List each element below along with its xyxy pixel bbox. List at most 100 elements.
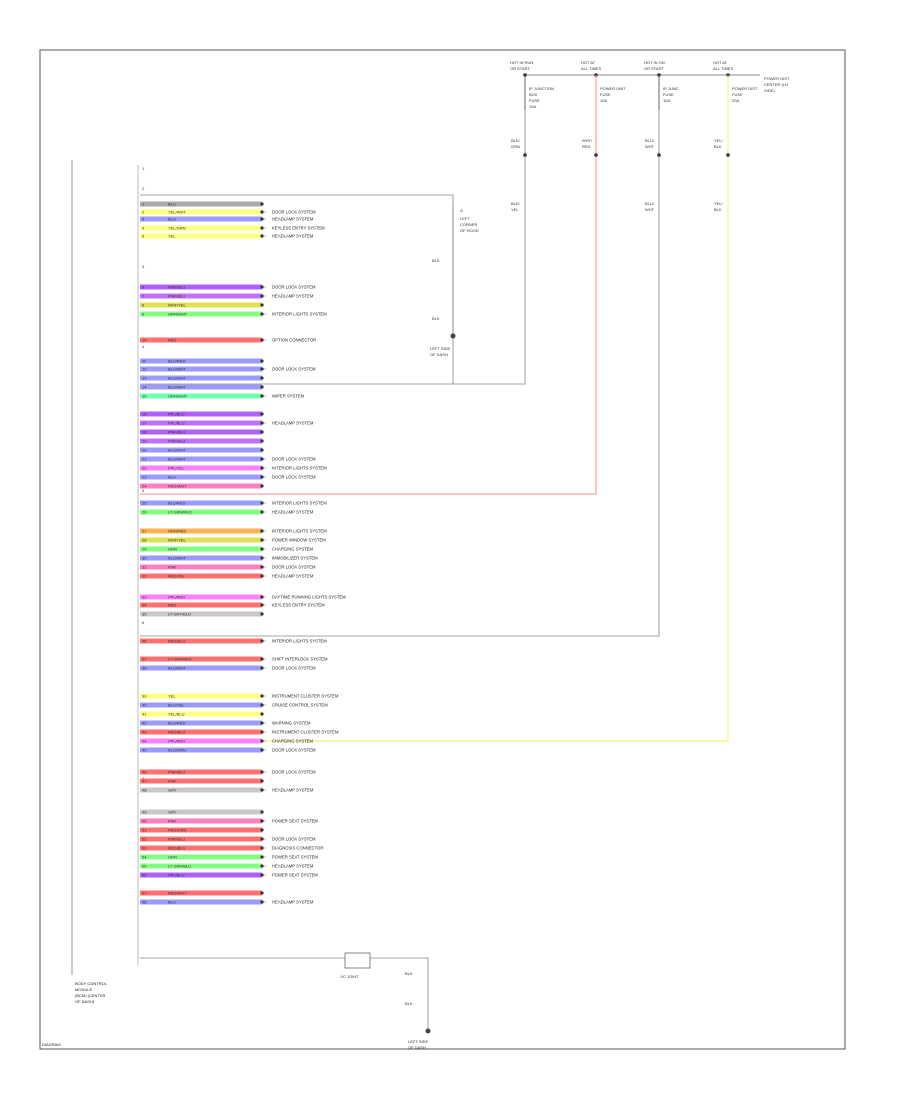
wire-bar [140,555,262,561]
wire-bottom-label: WHT [645,207,655,212]
wire-color-label: WHT/YEL [168,537,187,542]
wire-color-label: PPL/BLU [168,420,185,425]
pin-number: 38 [142,665,147,670]
wire-color-label: PNK/BLU [168,284,185,289]
wire-terminal [260,837,264,841]
circuit-label: DOOR LOCK SYSTEM [272,747,316,752]
circuit-label: CHARGING SYSTEM [272,738,313,743]
wire-terminal [260,226,264,230]
wire-terminal [260,303,264,307]
circuit-label: HEADLAMP SYSTEM [272,787,314,792]
connector-sub: 10A [600,98,607,103]
j-joint-label: J/C JOINT [340,974,359,979]
wire-color-label: BLU/WHT [168,375,187,380]
circuit-label: INTERIOR LIGHTS SYSTEM [272,311,327,316]
feed-wire-hot-all-times [140,100,597,495]
circuit-label: DOOR LOCK SYSTEM [272,769,316,774]
wire-color-label: BLU/WHT [168,384,187,389]
connector-sub: FUSE [600,92,611,97]
pin-number: 24 [142,483,147,488]
wire-top-label: WHT [645,144,655,149]
wire-terminal [260,556,264,560]
circuit-label: INSTRUMENT CLUSTER SYSTEM [272,729,339,734]
connector-head: OR START [510,66,530,71]
wire-terminal [260,210,264,214]
circuit-label: POWER SEAT SYSTEM [272,818,318,823]
wire-color-label: BLU [168,201,176,206]
wire-bar [140,747,262,753]
wire-bar [140,836,262,842]
pin-number: 21 [142,456,147,461]
wire-bar [140,656,262,662]
wire-color-label: RED/BLU [168,729,185,734]
wire-bar [140,665,262,671]
pin-number: 27 [142,528,147,533]
pin-number: 7 [142,293,145,298]
pin-number: 2 [142,209,145,214]
pin-number: 55 [142,863,147,868]
pin-number: 20 [142,447,147,452]
circuit-label: POWER SEAT SYSTEM [272,872,318,877]
wire-color-label: LT GRN/BLU [168,863,191,868]
wire-terminal [260,538,264,542]
pin-number: 58 [142,899,147,904]
ground-right-l2: CORNER [460,222,477,227]
circuit-label: INTERIOR LIGHTS SYSTEM [272,500,327,505]
ground-right-wire-2: BLK [432,316,440,321]
wire-color-label: PNK/BLU [168,293,185,298]
circuit-label: KEYLESS ENTRY SYSTEM [272,225,325,230]
wire-top-label: RED [582,144,591,149]
wire-bar [140,465,262,471]
wire-bar [140,872,262,878]
wire-bar [140,216,262,222]
pin-number: 3 [142,216,145,221]
wire-bar [140,528,262,534]
wire-terminal [260,565,264,569]
pin-number: 25 [142,500,147,505]
top-right-label-3: SIDE) [764,88,775,93]
wire-terminal [260,394,264,398]
circuit-label: CRUISE CONTROL SYSTEM [272,702,328,707]
wire-terminal [260,312,264,316]
pin-number: 54 [142,854,147,859]
circuit-label: HEADLAMP SYSTEM [272,899,314,904]
pin-number: 16 [142,411,147,416]
wire-terminal [260,739,264,743]
wire-terminal [260,430,264,434]
wire-color-label: YEL/WHT [168,209,186,214]
diagram-frame [39,49,846,1050]
wire-bar [140,375,262,381]
wire-terminal [260,338,264,342]
wire-bar [140,209,262,215]
wire-color-label: RED/BLU [168,638,185,643]
wire-top-label: GRN [511,144,520,149]
pin-number: 29 [142,546,147,551]
wire-bar [140,233,262,239]
circuit-label: POWER SEAT SYSTEM [272,854,318,859]
wire-color-label: PNK [168,818,177,823]
wire-color-label: ORN/RED [168,528,187,533]
wire-terminal [260,855,264,859]
ground-right-id: G [460,208,463,213]
wire-terminal [260,639,264,643]
wire-color-label: BLU/WHT [168,555,187,560]
